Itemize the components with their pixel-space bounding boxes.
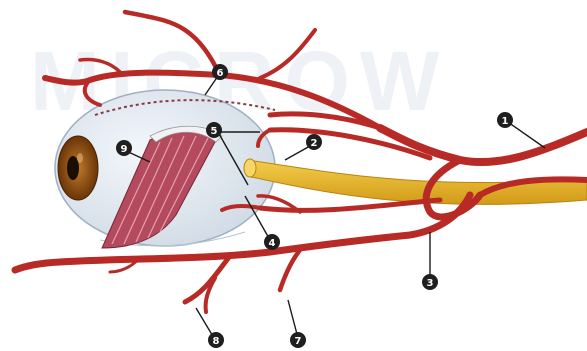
svg-text:5: 5	[211, 126, 218, 137]
marker-7: 7	[290, 332, 306, 348]
marker-5: 5	[206, 122, 222, 138]
iris	[58, 136, 98, 200]
svg-text:4: 4	[269, 238, 276, 249]
marker-2: 2	[306, 134, 322, 150]
svg-text:8: 8	[213, 336, 220, 347]
svg-text:1: 1	[502, 116, 509, 127]
marker-3: 3	[422, 274, 438, 290]
svg-text:7: 7	[295, 336, 302, 347]
marker-8: 8	[208, 332, 224, 348]
marker-9: 9	[116, 140, 132, 156]
marker-1: 1	[497, 112, 513, 128]
svg-text:2: 2	[311, 138, 318, 149]
svg-text:3: 3	[427, 278, 434, 289]
svg-text:6: 6	[217, 68, 224, 79]
svg-text:9: 9	[121, 144, 128, 155]
marker-4: 4	[264, 234, 280, 250]
marker-6: 6	[212, 64, 228, 80]
